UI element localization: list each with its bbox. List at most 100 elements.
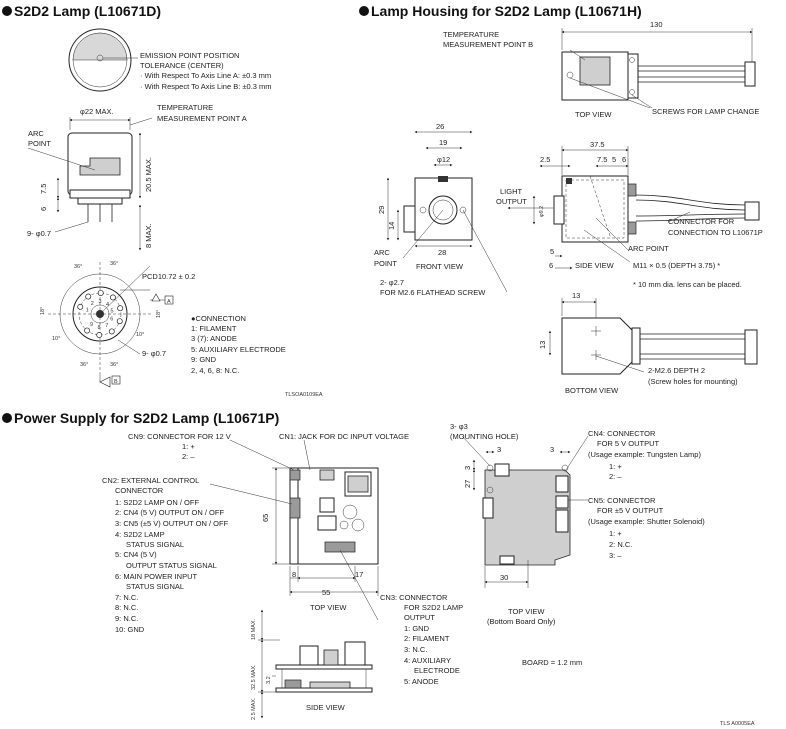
screw-icon <box>629 57 635 63</box>
cn2-line-13: 9: N.C. <box>115 614 138 623</box>
lamp-angle-36-bottom-right: 36° <box>110 362 118 368</box>
mount-hole-1: 3- φ3 <box>450 422 468 431</box>
housing-dim-7-5: 7.5 <box>597 155 607 164</box>
cn5-line-1: FOR ±5 V OUTPUT <box>597 506 664 515</box>
psu-side-view <box>258 609 373 719</box>
emission-line-2: TOLERANCE (CENTER) <box>140 61 224 70</box>
cn3-line-7: ELECTRODE <box>414 666 460 675</box>
lamp-pin-icon <box>117 305 124 312</box>
cn2-line-3: 2: CN4 (5 V) OUTPUT ON / OFF <box>115 508 224 517</box>
cn4-line-0: CN4: CONNECTOR <box>588 429 656 438</box>
lamp-dim-diameter: φ22 MAX. <box>80 107 114 116</box>
lamp-dim-height: 20.5 MAX. <box>144 157 153 192</box>
psu-dim-65: 65 <box>261 514 270 522</box>
lamp-pin-icon <box>77 303 84 310</box>
housing-bottom-view <box>548 298 758 375</box>
housing-dim-14: 14 <box>387 222 396 230</box>
cn2-line-1: CONNECTOR <box>115 486 164 495</box>
lamp-pin-icon <box>84 327 91 334</box>
housing-screw-holes-1: 2- φ2.7 <box>380 278 404 287</box>
cn5-line-4: 2: N.C. <box>609 540 632 549</box>
screw-icon <box>629 89 635 95</box>
lamp-pin-number: 3 <box>98 299 101 305</box>
psu-dim-18: 18 MAX. <box>251 618 257 640</box>
housing-lens-note: * 10 mm dia. lens can be placed. <box>633 280 742 289</box>
psu-dim-3-2: 3.2 <box>266 676 272 684</box>
connector-plug-icon <box>744 61 756 87</box>
psu-dim-8: 8 <box>292 570 296 579</box>
lamp-section: S2D2 Lamp (L10671D) EMISSION POINT POSIT… <box>2 3 323 398</box>
psu-top-view <box>209 439 379 621</box>
housing-bottom-view-label: BOTTOM VIEW <box>565 386 619 395</box>
mounting-hole-icon <box>486 486 494 494</box>
housing-side-dim-5: 5 <box>550 247 554 256</box>
cn2-line-6: STATUS SIGNAL <box>126 540 184 549</box>
section-bullet-icon <box>2 413 12 423</box>
housing-arc-point-1: ARC <box>374 248 390 257</box>
housing-dim-9-2: φ9.2 <box>539 206 545 217</box>
board-top-view-1: TOP VIEW <box>508 607 545 616</box>
housing-front-view-label: FRONT VIEW <box>416 262 464 271</box>
power-drawing-code: TLS A0005EA <box>720 721 755 727</box>
lamp-pin-number: 2 <box>91 301 94 307</box>
board-thickness: BOARD = 1.2 mm <box>522 658 582 667</box>
housing-title: Lamp Housing for S2D2 Lamp (L10671H) <box>371 3 642 19</box>
emission-line-3: · With Respect To Axis Line A: ±0.3 mm <box>140 71 271 80</box>
housing-dim-130: 130 <box>650 20 663 29</box>
cn3-line-8: 5: ANODE <box>404 677 439 686</box>
psu-dim-17: 17 <box>355 570 363 579</box>
cn9-pin-1: 1: + <box>182 442 195 451</box>
board-dim-3c: 3 <box>463 466 472 470</box>
housing-side-view <box>507 146 760 270</box>
housing-dim-5: 5 <box>612 155 616 164</box>
psu-dim-55: 55 <box>322 588 330 597</box>
board-dim-30: 30 <box>500 573 508 582</box>
mount-hole-2: (MOUNTING HOLE) <box>450 432 519 441</box>
cn2-line-12: 8: N.C. <box>115 603 138 612</box>
housing-screw-holes-2: FOR M2.6 FLATHEAD SCREW <box>380 288 486 297</box>
housing-depth-2: (Screw holes for mounting) <box>648 377 738 386</box>
cn3-line-4: 2: FILAMENT <box>404 634 450 643</box>
cn2-line-0: CN2: EXTERNAL CONTROL <box>102 476 199 485</box>
lamp-dim-pins: 8 MAX. <box>144 223 153 248</box>
housing-arc-point-2: POINT <box>374 259 397 268</box>
housing-top-view <box>561 28 756 109</box>
housing-temp-point-1: TEMPERATURE <box>443 30 499 39</box>
housing-dim-29: 29 <box>377 206 386 214</box>
lamp-pin-number: 6 <box>110 316 113 322</box>
housing-dim-12: φ12 <box>437 155 450 164</box>
cn2-line-5: 4: S2D2 LAMP <box>115 530 165 539</box>
housing-side-view-label: SIDE VIEW <box>575 261 615 270</box>
lamp-angle-18-right: 18° <box>156 310 162 318</box>
connection-5: 2, 4, 6, 8: N.C. <box>191 366 239 375</box>
lamp-dim-7-5: 7.5 <box>39 184 48 194</box>
section-bullet-icon <box>2 6 12 16</box>
housing-dim-19: 19 <box>439 138 447 147</box>
lamp-pin-dia: 9- φ0.7 <box>27 229 51 238</box>
housing-depth-1: 2-M2.6 DEPTH 2 <box>648 366 705 375</box>
housing-front-view <box>386 130 508 293</box>
power-section: Power Supply for S2D2 Lamp (L10671P) CN9… <box>2 410 755 727</box>
mounting-hole-icon <box>486 464 494 472</box>
cn3-line-1: FOR S2D2 LAMP <box>404 603 463 612</box>
lamp-pin-number: 5 <box>110 308 113 314</box>
cn3-line-2: OUTPUT <box>404 613 435 622</box>
psu-bottom-board-view <box>461 435 589 588</box>
board-dim-3a: 3 <box>497 445 501 454</box>
psu-dim-32-5: 32.5 MAX. <box>251 664 257 690</box>
lamp-angle-36-bottom-left: 36° <box>80 362 88 368</box>
emission-line-4: · With Respect To Axis Line B: ±0.3 mm <box>140 82 272 91</box>
lamp-window-view <box>68 28 138 92</box>
housing-dim-13-side: 13 <box>538 341 547 349</box>
psu-side-view-label: SIDE VIEW <box>306 703 346 712</box>
lamp-temp-point-2: MEASUREMENT POINT A <box>157 114 247 123</box>
mounting-hole-icon <box>561 464 569 472</box>
housing-dim-37-5: 37.5 <box>590 140 605 149</box>
lamp-pin-icon <box>85 293 92 300</box>
axis-a-label: A <box>167 299 171 305</box>
lamp-pin-number: 8 <box>98 325 101 331</box>
lamp-angle-36-right: 36° <box>110 261 118 267</box>
connection-2: 3 (7): ANODE <box>191 334 237 343</box>
cn5-line-3: 1: + <box>609 529 622 538</box>
